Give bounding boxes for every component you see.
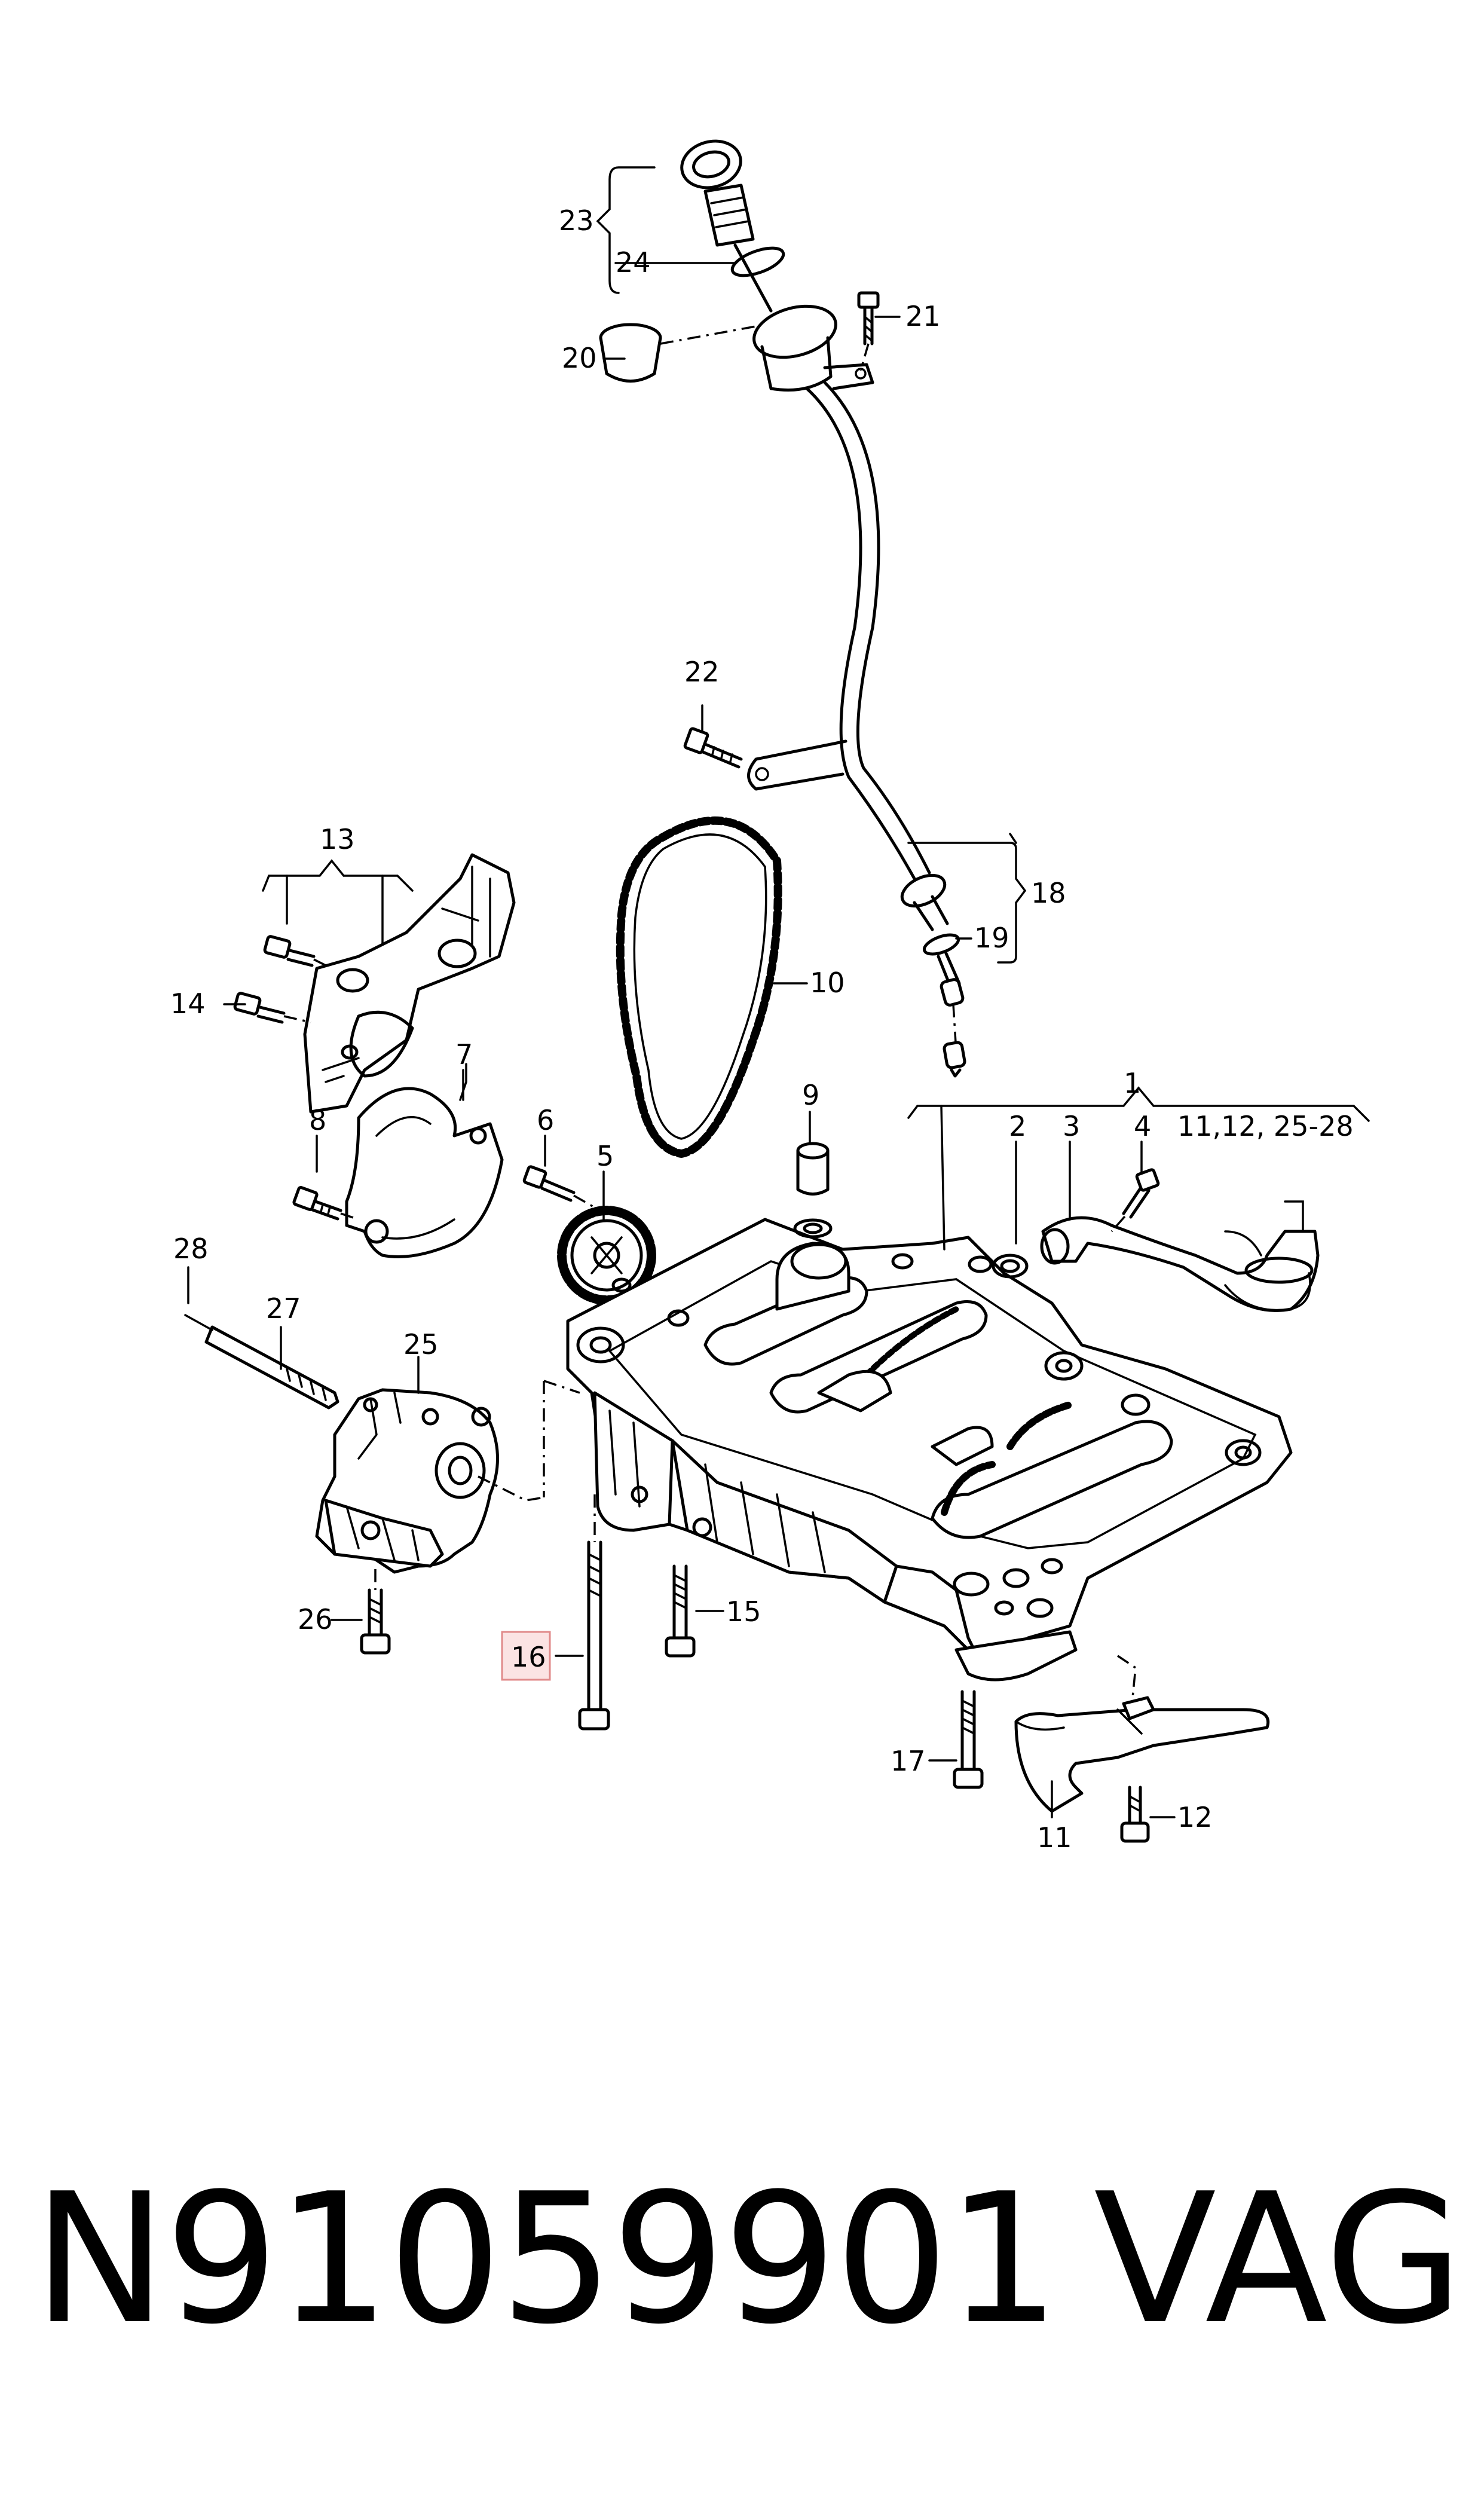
callout-8: 8 <box>309 1104 326 1136</box>
callout-23: 23 <box>559 204 594 237</box>
brand-name: VAG <box>1094 2155 1464 2364</box>
dowel-sleeve <box>796 1142 830 1196</box>
sprocket <box>522 1165 656 1305</box>
callout-1-range: 11,12, 25-28 <box>1177 1110 1354 1142</box>
callout-25: 25 <box>403 1328 439 1361</box>
callout-28: 28 <box>173 1233 209 1265</box>
part-number: N91059901 <box>33 2155 1060 2364</box>
chain-cover <box>292 1063 504 1258</box>
tensioner-bracket <box>233 853 516 1114</box>
callout-numbers: 1 2 3 4 11,12, 25-28 5 6 7 8 9 10 11 12 … <box>170 204 1354 1854</box>
callout-1: 1 <box>1124 1067 1141 1099</box>
callout-6: 6 <box>537 1104 554 1136</box>
callout-17: 17 <box>891 1745 926 1777</box>
callout-16: 16 <box>511 1641 546 1673</box>
callout-5: 5 <box>596 1140 614 1172</box>
callout-4: 4 <box>1134 1110 1151 1142</box>
oil-pump <box>184 1314 580 1655</box>
callout-3: 3 <box>1063 1110 1080 1142</box>
callout-9: 9 <box>802 1079 819 1111</box>
callout-21: 21 <box>905 300 941 332</box>
callout-19: 19 <box>974 922 1009 954</box>
callout-24: 24 <box>616 246 651 279</box>
callout-14: 14 <box>170 988 206 1020</box>
leader-lines <box>187 262 1370 1818</box>
callout-26: 26 <box>298 1603 333 1635</box>
callout-15: 15 <box>726 1595 761 1628</box>
callout-11: 11 <box>1037 1821 1072 1854</box>
callout-20: 20 <box>562 342 597 374</box>
balancer-housing <box>566 1218 1293 1682</box>
callout-22: 22 <box>684 656 720 688</box>
callout-10: 10 <box>810 967 845 999</box>
oil-pickup-pipe <box>992 1168 1320 1312</box>
housing-bolts <box>578 1494 1269 1843</box>
callout-7: 7 <box>455 1038 473 1071</box>
callout-13: 13 <box>320 823 355 855</box>
dipstick-assembly <box>596 139 1027 1078</box>
timing-chain <box>616 816 782 1158</box>
callout-27: 27 <box>266 1292 301 1325</box>
highlighted-callout-box <box>501 1631 551 1681</box>
callout-18: 18 <box>1031 877 1066 909</box>
callout-2: 2 <box>1009 1110 1026 1142</box>
callout-12: 12 <box>1177 1801 1213 1833</box>
